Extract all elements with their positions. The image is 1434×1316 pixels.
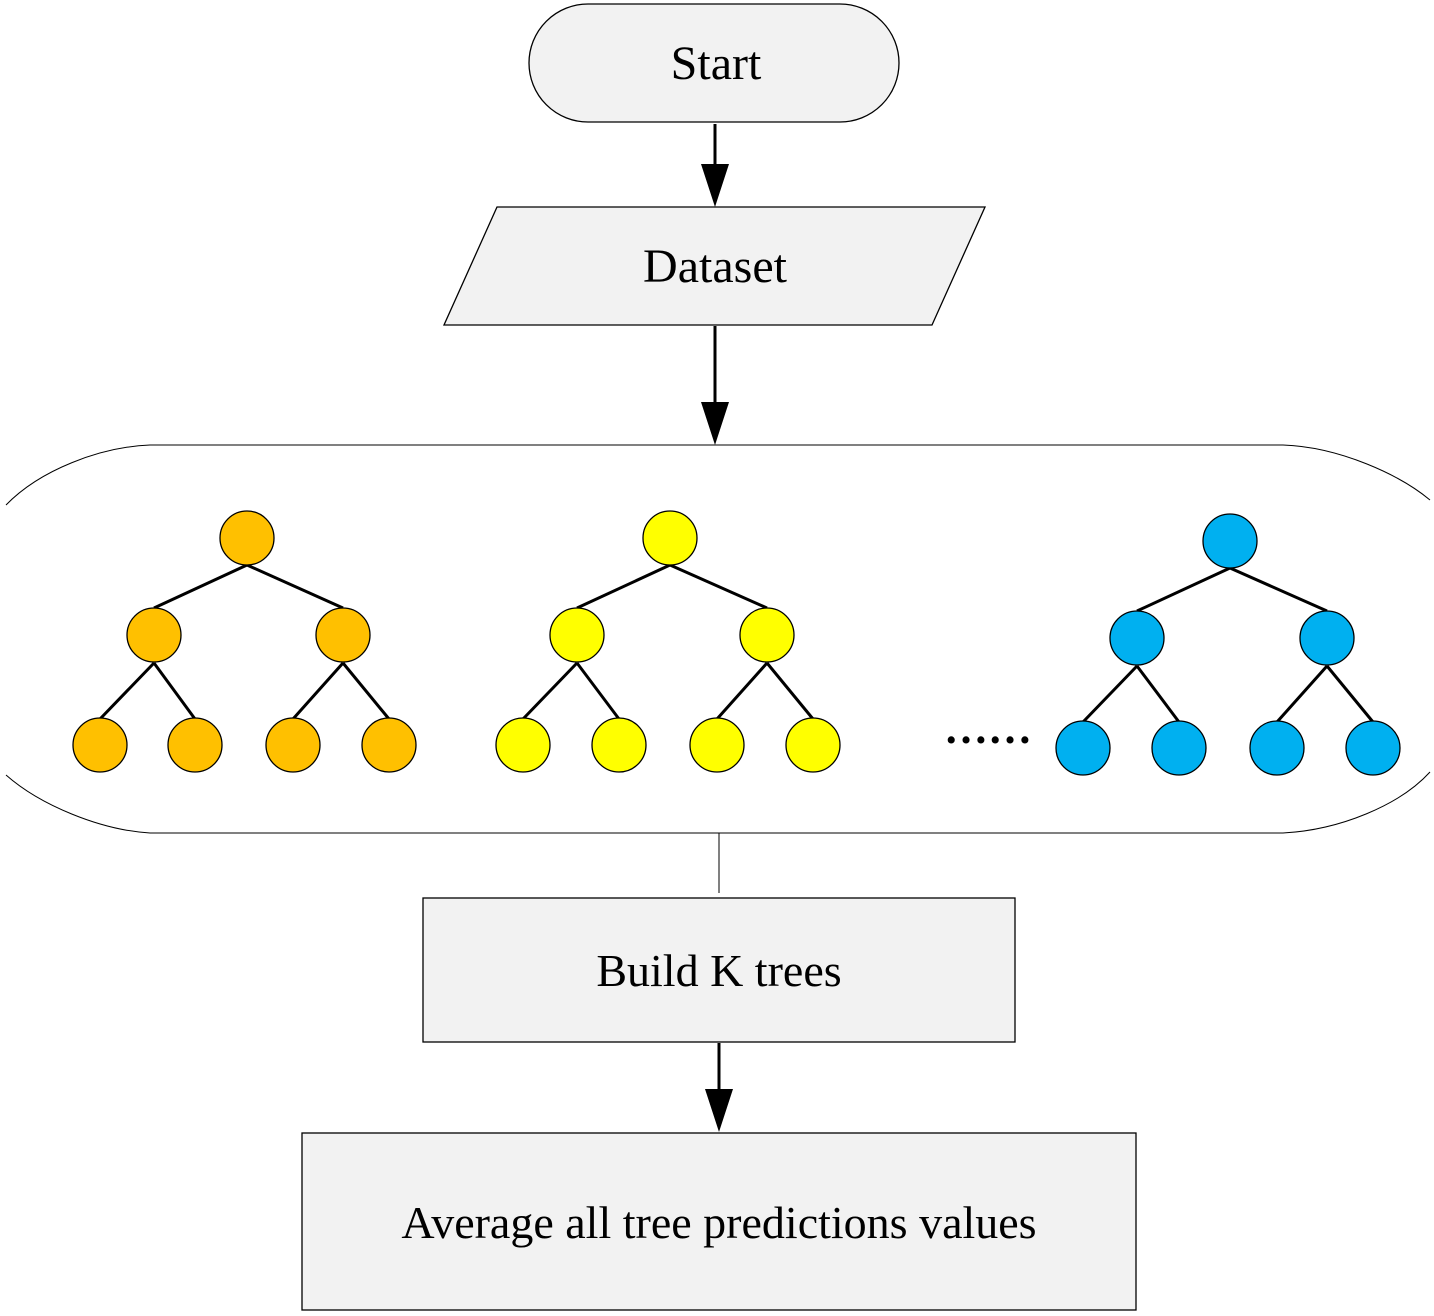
start-label: Start <box>671 37 762 90</box>
tree-1-node <box>126 607 182 663</box>
tree-k <box>1055 513 1401 776</box>
tree-2-edges <box>521 563 815 721</box>
ellipsis: …… <box>944 704 1032 753</box>
tree-1 <box>72 510 417 773</box>
tree-k-node <box>1109 610 1165 666</box>
tree-1-leaf <box>361 717 417 773</box>
forest-container <box>5 444 1431 834</box>
tree-k-leaf <box>1249 720 1305 776</box>
tree-2-node <box>549 607 605 663</box>
tree-k-edges <box>1081 566 1375 724</box>
tree-2 <box>495 510 841 773</box>
tree-k-leaf <box>1055 720 1111 776</box>
dataset-label: Dataset <box>643 240 788 293</box>
tree-k-root <box>1202 513 1258 569</box>
dataset-node: Dataset <box>442 206 987 326</box>
tree-2-root <box>642 510 698 566</box>
tree-1-root <box>219 510 275 566</box>
build-node: Build K trees <box>422 897 1016 1043</box>
tree-1-leaf <box>167 717 223 773</box>
arrow-start-to-dataset <box>701 124 729 207</box>
tree-2-leaf <box>591 717 647 773</box>
average-label: Average all tree predictions values <box>401 1197 1036 1248</box>
tree-k-node <box>1299 610 1355 666</box>
tree-2-leaf <box>495 717 551 773</box>
tree-k-leaf <box>1345 720 1401 776</box>
tree-2-leaf <box>785 717 841 773</box>
build-label: Build K trees <box>596 945 841 996</box>
tree-1-edges <box>98 563 391 721</box>
tree-k-leaf <box>1151 720 1207 776</box>
tree-2-leaf <box>689 717 745 773</box>
start-node: Start <box>528 3 900 123</box>
tree-1-node <box>315 607 371 663</box>
arrow-build-to-average <box>705 1043 733 1132</box>
average-node: Average all tree predictions values <box>301 1132 1137 1311</box>
tree-2-node <box>739 607 795 663</box>
arrow-dataset-to-forest <box>701 326 729 445</box>
tree-1-leaf <box>265 717 321 773</box>
tree-1-leaf <box>72 717 128 773</box>
